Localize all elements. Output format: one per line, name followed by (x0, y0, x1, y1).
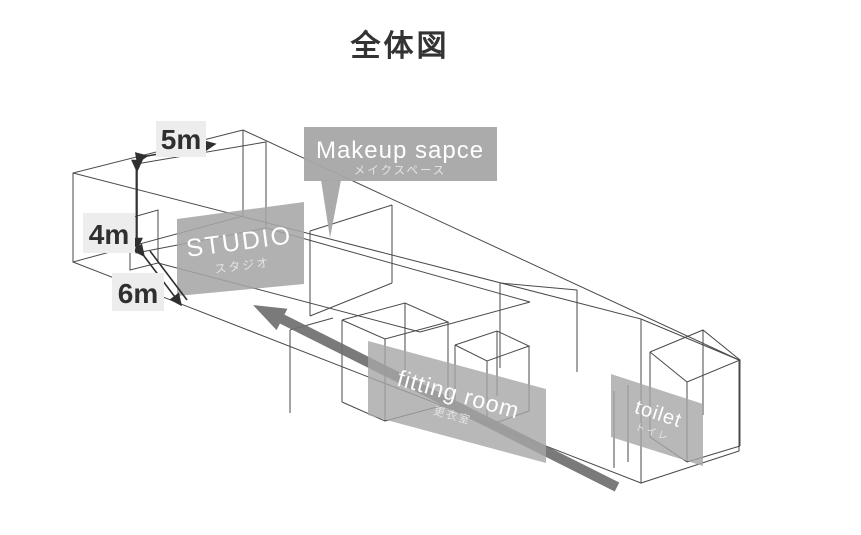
fitting-plate (368, 341, 546, 463)
makeup-space-label: Makeup sapce メイクスペース (304, 127, 497, 238)
partition1-top-edge (309, 204, 393, 232)
makeup-plate (304, 127, 497, 181)
makeup-label-jp: メイクスペース (354, 164, 447, 177)
fitting-stall1-top (341, 302, 450, 340)
depth-dimension-arrow-line2 (149, 250, 188, 301)
depth-dimension-label: 6m (118, 278, 158, 309)
studio-floor-right-edge (419, 301, 531, 333)
studio-floor-back-edge (265, 227, 531, 303)
fitting-stall2-top (454, 330, 531, 362)
height-label-chip (83, 213, 135, 253)
page-title: 全体図 (350, 29, 450, 63)
studio-label: STUDIO スタジオ (177, 202, 304, 296)
makeup-plate-pointer (321, 180, 341, 238)
toilet-stall-top (649, 329, 741, 383)
width-dimension-label: 5m (161, 124, 201, 155)
fitting-stall1-bottom (341, 401, 386, 422)
depth-label-chip (112, 273, 164, 311)
studio-plate (177, 202, 304, 296)
partition2-top-edge (499, 282, 578, 291)
dimension-annotations: 5m 4m 6m (83, 121, 217, 311)
makeup-label-en: Makeup sapce (316, 137, 484, 164)
hall-front-top-edge (72, 172, 642, 320)
toilet-label: toilet トイレ (611, 374, 703, 466)
partition1-bottom-edge (309, 282, 393, 317)
toilet-plate (611, 374, 703, 466)
flow-arrow-head (253, 305, 288, 331)
fitting-room-label: fitting room 更衣室 (368, 341, 546, 463)
height-dimension-label: 4m (89, 219, 129, 250)
width-label-chip (156, 121, 206, 157)
